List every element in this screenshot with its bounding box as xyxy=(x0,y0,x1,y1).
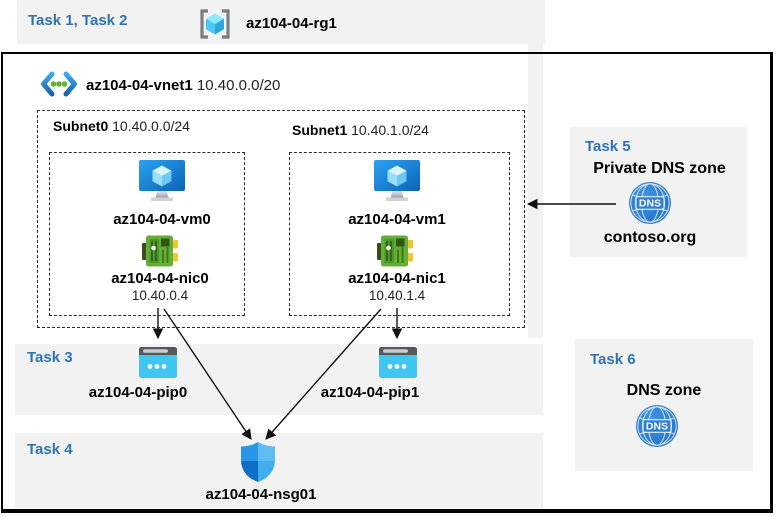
dns-zone-title: DNS zone xyxy=(626,382,702,399)
pip1-icon xyxy=(379,347,417,378)
task5-dns-icon: DNS xyxy=(629,182,671,224)
nic0-ip: 10.40.0.4 xyxy=(131,288,189,303)
right-gray-strip xyxy=(528,44,543,338)
vm0-label: az104-04-vm0 xyxy=(113,211,211,228)
private-dns-zone-title: Private DNS zone xyxy=(593,160,726,177)
task6-dns-icon-text: DNS xyxy=(646,421,668,433)
vnet-name: az104-04-vnet1 xyxy=(86,77,193,94)
subnet0-inner-box xyxy=(49,152,245,316)
task5-label: Task 5 xyxy=(585,138,631,155)
task6-dns-icon: DNS xyxy=(636,405,678,447)
task12-band xyxy=(17,0,545,44)
nic1-ip: 10.40.1.4 xyxy=(368,288,426,303)
task12-label: Task 1, Task 2 xyxy=(28,12,128,29)
nic0-icon xyxy=(142,234,178,268)
task4-band xyxy=(15,433,543,508)
diagram-frame xyxy=(1,52,773,513)
nic0-label: az104-04-nic0 xyxy=(111,270,209,287)
task3-band xyxy=(15,344,543,415)
nic1-label: az104-04-nic1 xyxy=(348,270,446,287)
vm0-icon xyxy=(138,160,186,202)
nic1-icon xyxy=(377,234,413,268)
subnet1-inner-box xyxy=(289,152,510,316)
subnet0-label: Subnet0 10.40.0.0/24 xyxy=(53,118,190,134)
pip0-icon xyxy=(139,347,177,378)
vm1-icon xyxy=(373,160,421,202)
subnet1-cidr: 10.40.1.0/24 xyxy=(351,122,429,138)
task5-dns-icon-text: DNS xyxy=(639,198,661,210)
nsg-label: az104-04-nsg01 xyxy=(205,486,317,503)
vnet-icon xyxy=(40,71,78,97)
subnet1-name: Subnet1 xyxy=(292,122,348,138)
pip1-label: az104-04-pip1 xyxy=(320,384,420,401)
task3-label: Task 3 xyxy=(27,349,73,366)
vnet-cidr: 10.40.0.0/20 xyxy=(196,77,281,94)
resource-group-label: az104-04-rg1 xyxy=(246,15,337,32)
vm1-label: az104-04-vm1 xyxy=(348,211,446,228)
resource-group-icon xyxy=(199,9,231,39)
vnet-header: az104-04-vnet1 10.40.0.0/20 xyxy=(86,77,280,94)
subnet0-name: Subnet0 xyxy=(53,118,109,134)
subnet1-label: Subnet1 10.40.1.0/24 xyxy=(292,122,429,138)
subnet0-cidr: 10.40.0.0/24 xyxy=(112,118,190,134)
nsg-icon xyxy=(241,442,275,482)
task6-label: Task 6 xyxy=(590,351,636,368)
contoso-zone-label: contoso.org xyxy=(603,229,697,246)
task4-label: Task 4 xyxy=(27,441,73,458)
task6-card xyxy=(575,339,753,471)
pip0-label: az104-04-pip0 xyxy=(88,384,188,401)
